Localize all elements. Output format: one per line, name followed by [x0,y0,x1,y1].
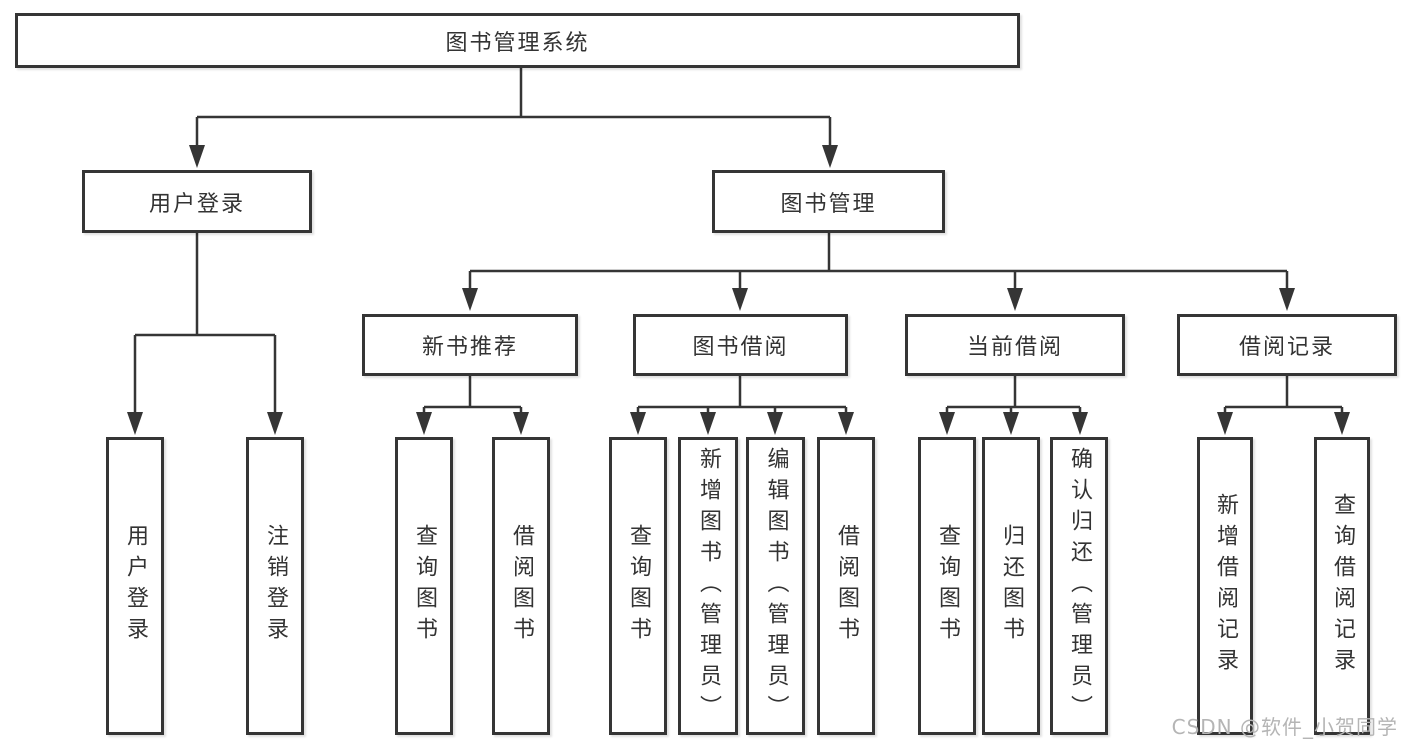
arrow-down-icon [1007,288,1023,311]
arrow-down-icon [767,412,783,435]
leaf-borrow-books: 借阅图书 [817,437,875,735]
arrow-down-icon [630,412,646,435]
node-current-borrow: 当前借阅 [905,314,1125,376]
node-borrow-records: 借阅记录 [1177,314,1397,376]
arrow-down-icon [1334,412,1350,435]
leaf-logout-label: 注销登录 [263,524,288,648]
arrow-down-icon [513,412,529,435]
node-root-label: 图书管理系统 [445,30,590,56]
leaf-borrow-books-label: 借阅图书 [834,524,859,648]
leaf-recommend-query-books: 查询图书 [395,437,453,735]
node-root: 图书管理系统 [15,13,1020,68]
leaf-current-query-books: 查询图书 [918,437,976,735]
leaf-recommend-borrow-books-label: 借阅图书 [509,524,534,648]
leaf-edit-books-admin: 编辑图书（管理员） [746,437,805,735]
node-book-borrow: 图书借阅 [633,314,848,376]
leaf-confirm-return-admin: 确认归还（管理员） [1050,437,1108,735]
arrow-down-icon [822,145,838,168]
arrow-down-icon [127,412,143,435]
arrow-down-icon [1279,288,1295,311]
arrow-down-icon [838,412,854,435]
leaf-add-borrow-record-label: 新增借阅记录 [1213,493,1238,679]
arrow-down-icon [939,412,955,435]
leaf-return-books-label: 归还图书 [999,524,1024,648]
leaf-user-login-label: 用户登录 [123,524,148,648]
leaf-return-books: 归还图书 [982,437,1040,735]
node-book-management: 图书管理 [712,170,945,233]
arrow-down-icon [267,412,283,435]
leaf-edit-books-admin-label: 编辑图书（管理员） [763,446,789,726]
node-book-management-label: 图书管理 [780,191,877,217]
node-new-book-recommend-label: 新书推荐 [421,335,518,360]
node-book-borrow-label: 图书借阅 [692,335,789,360]
node-new-book-recommend: 新书推荐 [362,314,578,376]
node-user-login-label: 用户登录 [148,191,245,217]
arrow-down-icon [700,412,716,435]
arrow-down-icon [732,288,748,311]
watermark: CSDN @软件_小贺同学 [1171,715,1398,739]
leaf-add-books-admin: 新增图书（管理员） [678,437,738,735]
arrow-down-icon [1003,412,1019,435]
leaf-recommend-borrow-books: 借阅图书 [492,437,550,735]
node-current-borrow-label: 当前借阅 [966,335,1063,360]
leaf-recommend-query-books-label: 查询图书 [412,524,437,648]
node-borrow-records-label: 借阅记录 [1238,335,1335,360]
arrow-down-icon [416,412,432,435]
leaf-query-borrow-record: 查询借阅记录 [1314,437,1370,735]
leaf-add-borrow-record: 新增借阅记录 [1197,437,1253,735]
leaf-borrow-query-books-label: 查询图书 [626,524,651,648]
leaf-current-query-books-label: 查询图书 [935,524,960,648]
leaf-borrow-query-books: 查询图书 [609,437,667,735]
connector-lines [133,68,1344,414]
node-user-login: 用户登录 [82,170,312,233]
leaf-add-books-admin-label: 新增图书（管理员） [696,446,721,726]
arrow-down-icon [1217,412,1233,435]
leaf-user-login: 用户登录 [106,437,164,735]
leaf-confirm-return-admin-label: 确认归还（管理员） [1067,446,1092,726]
arrow-down-icon [462,288,478,311]
arrow-down-icon [189,145,205,168]
leaf-logout: 注销登录 [246,437,304,735]
arrowheads [127,145,1350,435]
leaf-query-borrow-record-label: 查询借阅记录 [1330,493,1355,679]
arrow-down-icon [1072,412,1088,435]
